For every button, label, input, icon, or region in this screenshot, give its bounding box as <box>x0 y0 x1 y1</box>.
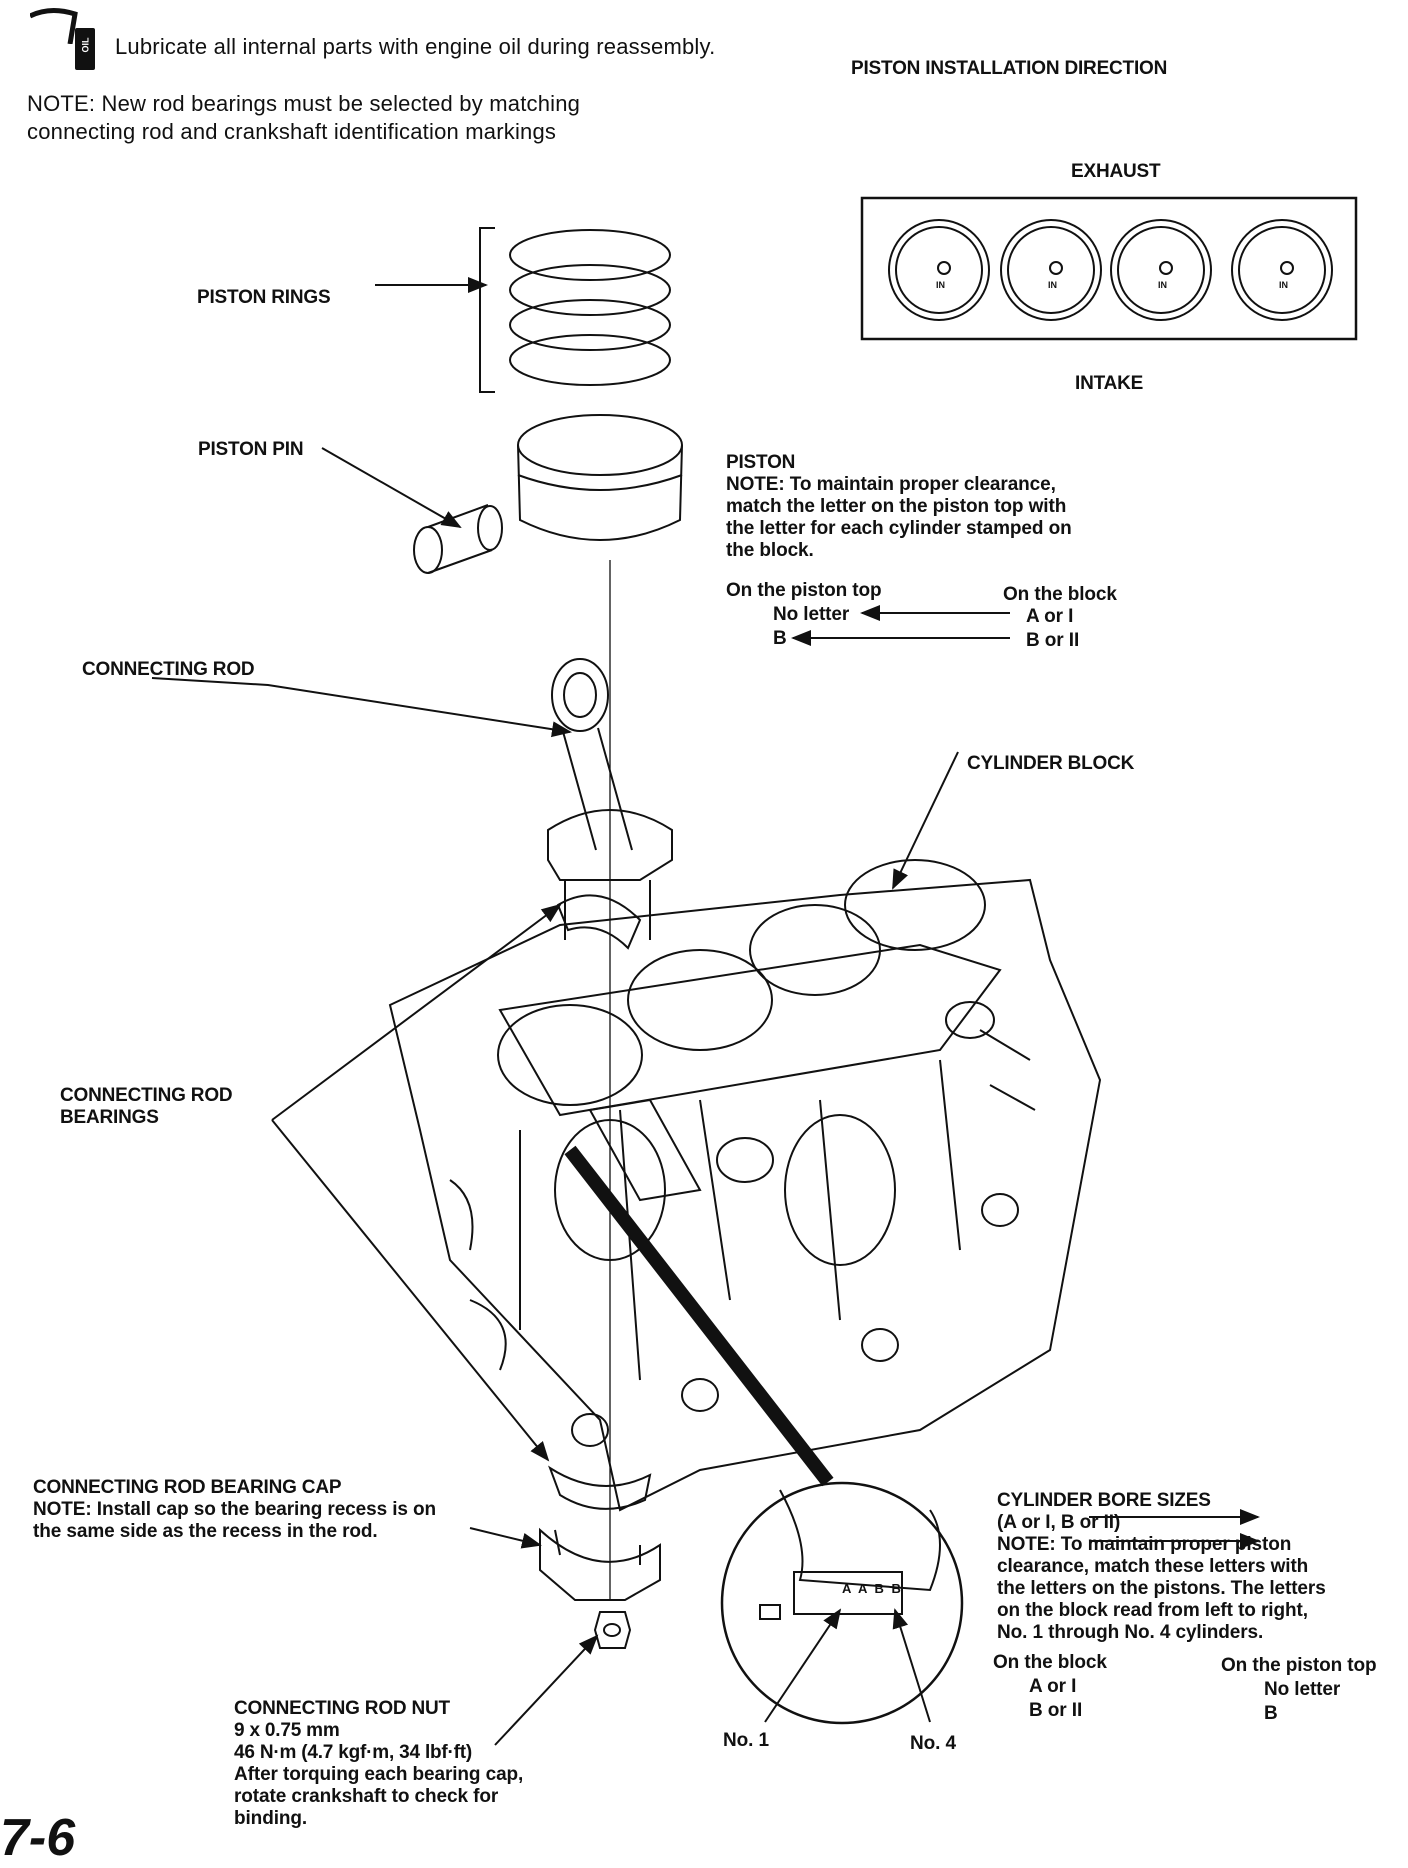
bore-size-detail-circle <box>720 1481 964 1725</box>
piston-table-col-left: On the piston top <box>726 580 882 601</box>
bore-sizes-note: CYLINDER BORE SIZES (A or I, B or II) NO… <box>997 1490 1326 1643</box>
piston-mark-3: IN <box>1158 280 1167 290</box>
piston-ring-3 <box>509 299 671 351</box>
piston-mark-1: IN <box>936 280 945 290</box>
no1-arrow <box>764 1608 842 1723</box>
cylinder-block <box>388 859 1102 1512</box>
cylinder-block-label: CYLINDER BLOCK <box>967 753 1135 774</box>
cylinder-bore-1 <box>497 1004 643 1106</box>
oil-icon: OIL <box>75 28 95 70</box>
piston-pin-label: PISTON PIN <box>198 439 304 460</box>
piston-top-3 <box>1110 219 1212 321</box>
stamp-plate <box>793 1571 903 1615</box>
rod-bearing-arrow-lower <box>271 1119 550 1462</box>
piston-table-row2-right: B or II <box>1026 630 1080 651</box>
piston-pin-arrow <box>321 447 462 528</box>
bore-table-col-left: On the block <box>993 1652 1107 1673</box>
bore-table-col-right: On the piston top <box>1221 1655 1377 1676</box>
rings-bracket <box>479 227 495 393</box>
rod-bearings-label: CONNECTING ROD BEARINGS <box>60 1085 233 1128</box>
exhaust-label: EXHAUST <box>1071 161 1161 182</box>
no4-label: No. 4 <box>910 1733 956 1754</box>
block-stamp-letters: A A B B <box>842 1581 903 1596</box>
cylinder-bore-4 <box>844 859 986 951</box>
connecting-rod <box>547 658 673 940</box>
piston-top-2 <box>1000 219 1102 321</box>
rod-nut-arrow <box>494 1634 599 1746</box>
cylinder-bore-2 <box>627 949 773 1051</box>
piston-table-col-right: On the block <box>1003 584 1117 605</box>
piston-mark-4: IN <box>1279 280 1288 290</box>
cylinder-bore-3 <box>749 904 881 996</box>
piston-top-4 <box>1231 219 1333 321</box>
wrench-icon <box>30 8 78 44</box>
piston-ring-1 <box>509 229 671 281</box>
bore-table-row2-right: B <box>1264 1703 1278 1724</box>
rod-bearing-arrow-upper <box>271 903 562 1121</box>
piston-direction-frame <box>860 196 1358 341</box>
lower-bearing-shell <box>548 1465 652 1510</box>
lubricate-instruction: Lubricate all internal parts with engine… <box>115 34 716 59</box>
bore-table-row1-left: A or I <box>1029 1676 1077 1697</box>
piston-ring-2 <box>509 264 671 316</box>
piston-body <box>517 414 683 541</box>
upper-bearing-shell <box>556 894 642 950</box>
cylinder-block-arrow <box>892 751 959 890</box>
piston-table-row1-right: A or I <box>1026 606 1074 627</box>
header-note: NOTE: New rod bearings must be selected … <box>27 91 581 144</box>
piston-pin <box>413 504 503 574</box>
no1-label: No. 1 <box>723 1730 769 1751</box>
piston-ring-4 <box>509 334 671 386</box>
rod-nut-note: CONNECTING ROD NUT 9 x 0.75 mm 46 N·m (4… <box>234 1698 524 1829</box>
piston-direction-title: PISTON INSTALLATION DIRECTION <box>851 58 1168 79</box>
page-number: 7-6 <box>0 1809 76 1867</box>
piston-rings-label: PISTON RINGS <box>197 287 331 308</box>
bearing-cap-arrow <box>469 1527 542 1549</box>
bearing-cap-note: CONNECTING ROD BEARING CAP NOTE: Install… <box>33 1477 437 1542</box>
piston-table-row2-left: B <box>773 628 787 649</box>
piston-note: PISTON NOTE: To maintain proper clearanc… <box>726 452 1072 561</box>
connecting-rod-label: CONNECTING ROD <box>82 659 255 680</box>
piston-mark-2: IN <box>1048 280 1057 290</box>
no4-arrow <box>892 1608 931 1723</box>
bore-table-row1-right: No letter <box>1264 1679 1341 1700</box>
piston-top-1 <box>888 219 990 321</box>
piston-table-row1-left: No letter <box>773 604 850 625</box>
rod-nut <box>593 1611 632 1649</box>
connecting-rod-arrow <box>151 677 572 738</box>
bore-table-row2-left: B or II <box>1029 1700 1083 1721</box>
bearing-cap <box>539 1527 661 1601</box>
intake-label: INTAKE <box>1075 373 1144 394</box>
